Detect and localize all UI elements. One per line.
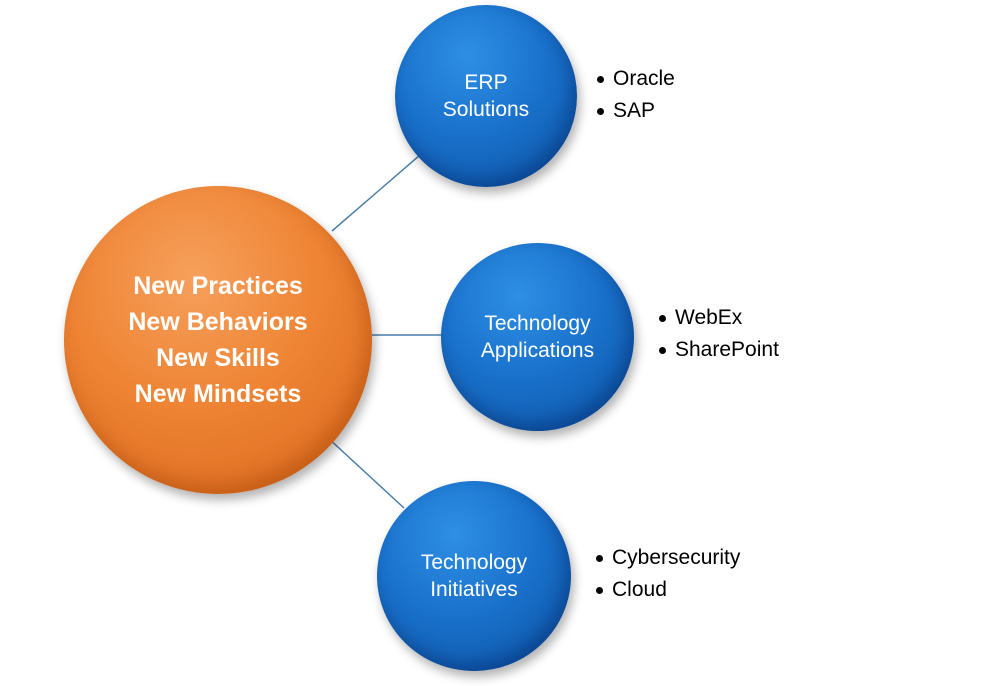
erp-bullet-list: Oracle SAP [595,63,675,127]
connector-erp [331,154,421,232]
center-line-practices: New Practices [133,272,303,300]
center-line-skills: New Skills [156,344,280,372]
apps-circle-line-2: Applications [480,339,595,362]
connector-init [326,436,405,509]
center-circle: New Practices New Behaviors New Skills N… [64,186,372,494]
bullet-webex: WebEx [657,302,779,334]
erp-circle-line-2: Solutions [442,98,530,121]
bullet-sharepoint: SharePoint [657,334,779,366]
bullet-sap: SAP [595,95,675,127]
technology-applications-circle: Technology Applications [441,243,634,431]
erp-solutions-circle: ERP Solutions [395,5,577,187]
apps-circle-line-1: Technology [484,312,591,335]
erp-circle-line-1: ERP [464,71,508,94]
init-circle-line-1: Technology [420,551,528,574]
technology-initiatives-circle: Technology Initiatives [377,481,571,671]
bullet-cybersecurity: Cybersecurity [594,542,740,574]
initiatives-bullet-list: Cybersecurity Cloud [594,542,740,606]
center-line-mindsets: New Mindsets [134,380,302,408]
center-line-behaviors: New Behaviors [128,308,308,336]
bullet-cloud: Cloud [594,574,740,606]
apps-bullet-list: WebEx SharePoint [657,302,779,366]
init-circle-line-2: Initiatives [430,578,518,601]
bullet-oracle: Oracle [595,63,675,95]
